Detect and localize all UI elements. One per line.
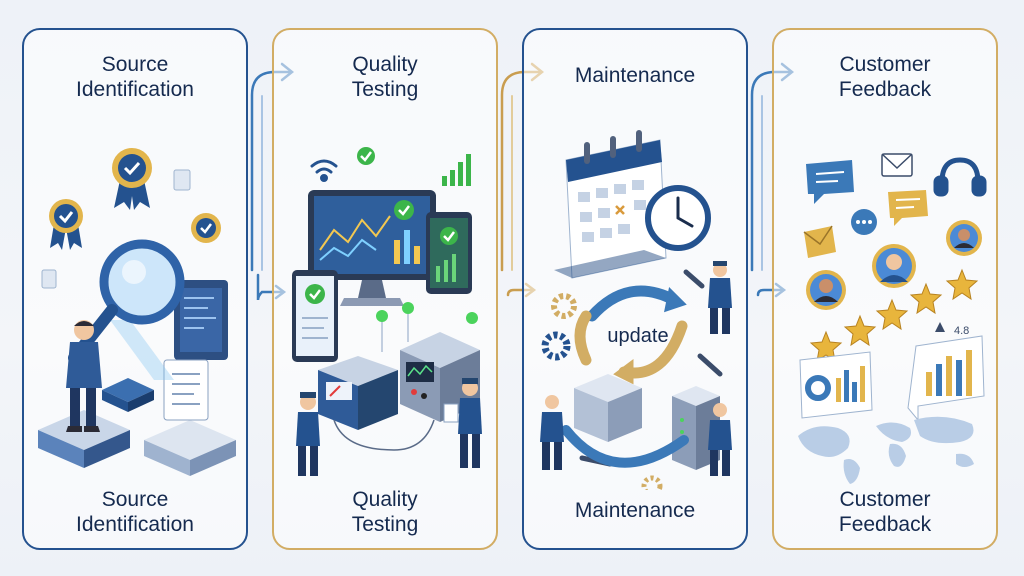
star-icon xyxy=(809,268,979,363)
bar-chart-icon xyxy=(799,335,985,422)
stage-footer: Customer Feedback xyxy=(838,488,932,536)
world-map-icon xyxy=(798,416,974,484)
email-icon xyxy=(803,225,836,258)
tablet-icon xyxy=(426,212,472,294)
award-badge-icon xyxy=(191,213,221,243)
calendar-icon xyxy=(554,130,667,279)
customer-feedback-illustration: 4.8 xyxy=(798,153,987,484)
avatar xyxy=(946,220,982,256)
stage-title: Maintenance xyxy=(574,64,696,87)
quality-testing-illustration xyxy=(292,147,482,476)
gear-icon xyxy=(541,293,577,361)
stage-customer-feedback: Customer Feedback xyxy=(772,28,998,550)
stage-maintenance: Maintenance xyxy=(522,28,748,550)
award-badge-icon xyxy=(49,199,83,250)
technician-figure xyxy=(708,261,732,334)
chat-bubble-icon xyxy=(806,160,928,235)
technician-figure xyxy=(540,395,564,470)
stage-source-identification: Source Identification xyxy=(22,28,248,550)
monitor-icon xyxy=(308,190,436,306)
cycle-arrows-icon xyxy=(574,285,688,385)
rating-badge: 4.8 xyxy=(935,322,969,337)
bar-chart-icon xyxy=(442,154,471,186)
technician-figure xyxy=(443,378,482,468)
person-figure xyxy=(66,320,102,432)
stage-footer: Quality Testing xyxy=(351,488,419,536)
gear-icon xyxy=(641,475,663,490)
wifi-icon xyxy=(310,159,338,182)
maintenance-illustration: update xyxy=(540,130,732,490)
stage-title: Source Identification xyxy=(76,53,194,101)
headset-icon xyxy=(933,157,987,197)
source-identification-illustration xyxy=(38,148,236,476)
cycle-label: update xyxy=(607,325,668,347)
award-badge-icon xyxy=(112,148,152,210)
rating-value: 4.8 xyxy=(954,325,969,337)
multimeter-icon xyxy=(318,302,480,430)
stage-title: Quality Testing xyxy=(351,53,419,101)
stage-quality-testing: Quality Testing xyxy=(272,28,498,550)
tablet-icon xyxy=(292,270,338,362)
technician-figure xyxy=(708,403,732,476)
document-icon xyxy=(163,359,209,421)
avatar xyxy=(806,270,846,310)
stage-footer: Source Identification xyxy=(76,488,194,536)
stage-title: Customer Feedback xyxy=(838,53,932,101)
clock-icon xyxy=(645,185,711,251)
code-screen-icon xyxy=(174,280,228,360)
avatar xyxy=(872,244,916,288)
check-icon xyxy=(357,147,375,165)
stage-footer: Maintenance xyxy=(574,499,696,522)
document-icon xyxy=(41,169,191,289)
email-icon xyxy=(881,153,913,177)
technician-figure xyxy=(296,392,320,476)
